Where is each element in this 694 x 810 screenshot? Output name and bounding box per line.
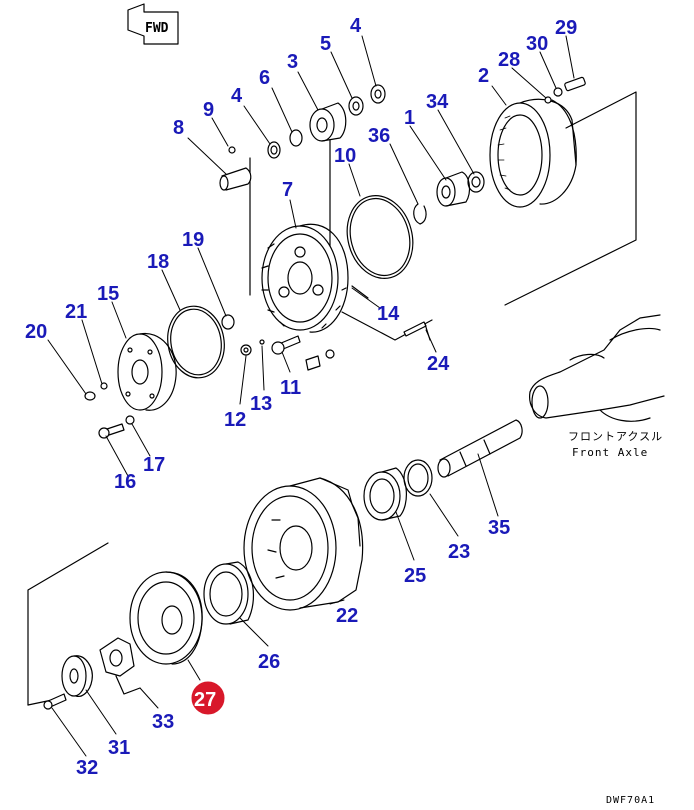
highlight-circle bbox=[191, 681, 225, 715]
ring-gear-part bbox=[489, 98, 577, 208]
callout-14: 14 bbox=[377, 303, 400, 325]
callout-6: 6 bbox=[259, 67, 270, 89]
callout-23: 23 bbox=[448, 541, 470, 563]
bolt-small-parts bbox=[544, 76, 586, 104]
front-axle-label-en: Front Axle bbox=[572, 446, 648, 459]
callout-27-highlighted: 27 bbox=[194, 689, 216, 711]
callout-8: 8 bbox=[173, 117, 184, 139]
o-ring-medium-part bbox=[167, 305, 225, 379]
callout-5: 5 bbox=[320, 33, 331, 55]
callout-31: 31 bbox=[108, 737, 130, 759]
callout-4: 4 bbox=[231, 85, 243, 107]
callout-36: 36 bbox=[368, 125, 390, 147]
o-ring-large-part bbox=[346, 194, 414, 280]
callout-3: 3 bbox=[287, 51, 298, 73]
carrier-part bbox=[261, 223, 349, 333]
front-axle-label-jp: フロントアクスル bbox=[568, 430, 663, 443]
flange-bolt-part bbox=[43, 693, 67, 710]
callout-16: 16 bbox=[114, 471, 136, 493]
callout-33: 33 bbox=[152, 711, 174, 733]
callout-9: 9 bbox=[203, 99, 214, 121]
callout-12: 12 bbox=[224, 409, 246, 431]
callout-24: 24 bbox=[427, 353, 450, 375]
front-axle-housing bbox=[529, 314, 665, 422]
callout-20: 20 bbox=[25, 321, 47, 343]
callout-1: 1 bbox=[404, 107, 415, 129]
callout-11: 11 bbox=[280, 377, 301, 399]
pin-part bbox=[219, 146, 252, 191]
callout-18: 18 bbox=[147, 251, 169, 273]
plug-part bbox=[221, 314, 235, 330]
coupling-part bbox=[99, 637, 141, 695]
leader-lines bbox=[47, 35, 575, 757]
callout-13: 13 bbox=[250, 393, 272, 415]
callout-29: 29 bbox=[555, 17, 577, 39]
wheel-hub-part bbox=[243, 477, 364, 611]
bolt-parts bbox=[240, 335, 335, 371]
callout-21: 21 bbox=[65, 301, 87, 323]
callout-10: 10 bbox=[334, 145, 356, 167]
drawing-code: DWF70A1 bbox=[606, 795, 655, 805]
forward-arrow-icon bbox=[127, 3, 179, 45]
flange-part bbox=[61, 655, 93, 697]
callout-22: 22 bbox=[336, 605, 358, 627]
callout-30: 30 bbox=[526, 33, 548, 55]
callout-17: 17 bbox=[143, 454, 165, 476]
cover-bolt-parts bbox=[98, 415, 135, 439]
bearing-hub-part bbox=[203, 561, 255, 625]
callout-35: 35 bbox=[488, 517, 510, 539]
bearing-large-part bbox=[363, 467, 407, 521]
sun-gear-plate-part bbox=[129, 571, 203, 665]
callout-25: 25 bbox=[404, 565, 426, 587]
drain-plug-parts bbox=[84, 382, 108, 401]
planet-gear-part bbox=[267, 84, 386, 159]
axle-shaft-part bbox=[437, 419, 523, 478]
callout-26: 26 bbox=[258, 651, 280, 673]
callout-32: 32 bbox=[76, 757, 98, 779]
callout-19: 19 bbox=[182, 229, 204, 251]
fwd-label: FWD bbox=[145, 21, 169, 36]
callout-4: 4 bbox=[350, 15, 362, 37]
bearing-parts bbox=[413, 171, 485, 225]
callout-15: 15 bbox=[97, 283, 119, 305]
callout-2: 2 bbox=[478, 65, 489, 87]
callout-28: 28 bbox=[498, 49, 520, 71]
callout-34: 34 bbox=[426, 91, 449, 113]
cover-plate-part bbox=[117, 332, 177, 411]
snap-ring-part bbox=[403, 459, 433, 497]
callout-7: 7 bbox=[282, 179, 293, 201]
